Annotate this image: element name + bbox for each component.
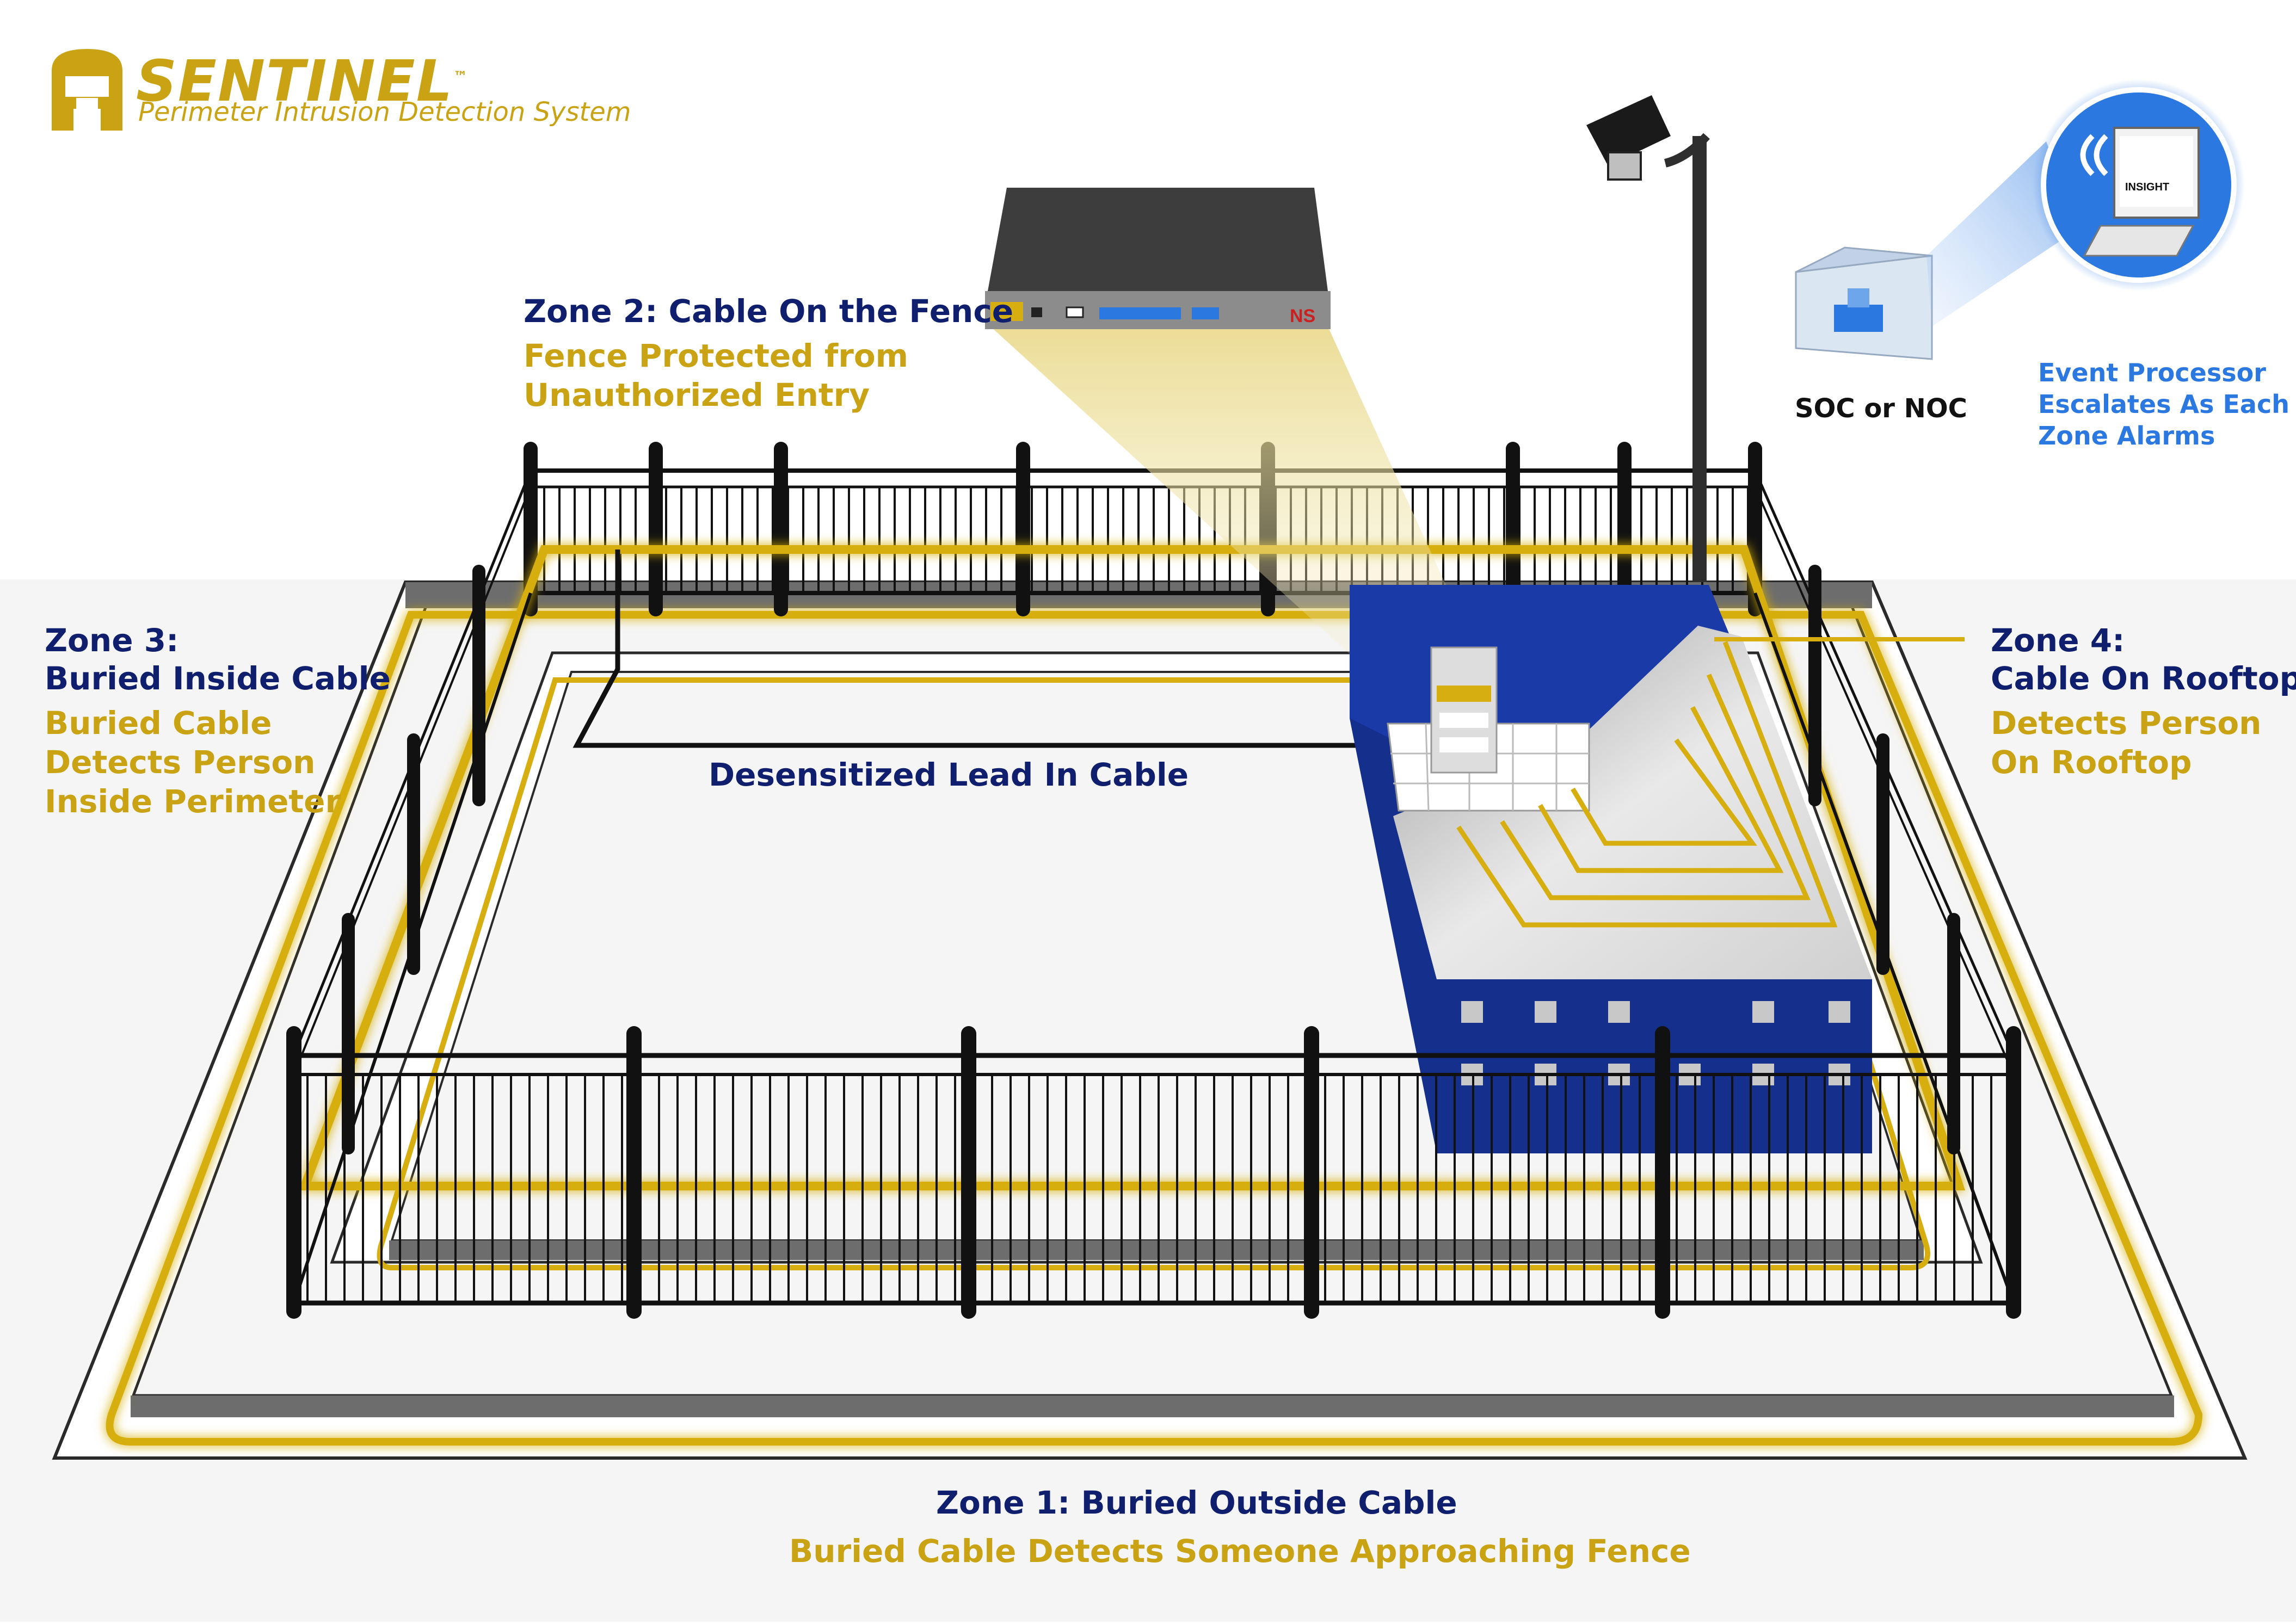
zone2-desc-line1: Fence Protected from [524,337,909,374]
wifi-signal-icon [2080,134,2108,176]
left-fence [292,470,532,1304]
zone3-desc-line2: Detects Person [45,744,316,781]
zone3-title-line2: Buried Inside Cable [45,660,391,697]
zone1-cable [106,611,2203,1446]
monitor-brand: INSIGHT [2125,181,2169,193]
controller-device: NS [985,188,1331,329]
event-processor-line1: Event Processor [2038,358,2266,387]
sentinel-helmet-logo [52,49,122,131]
soc-building-icon [1795,246,1933,360]
zone3-desc-line3: Inside Perimeter [45,783,341,820]
device-badge: NS [1290,306,1315,326]
building-window [1608,1001,1630,1023]
trademark-mark: ™ [453,69,469,85]
zone1-desc: Buried Cable Detects Someone Approaching… [789,1533,1691,1570]
soc-label: SOC or NOC [1795,393,1967,424]
zone2-desc-line2: Unauthorized Entry [524,376,870,413]
lead-in-cable-label: Desensitized Lead In Cable [709,756,1189,793]
zone4-title-line2: Cable On Rooftop [1991,660,2296,697]
brand-name: SENTINEL™ [136,48,469,114]
zone4-title-line1: Zone 4: [1991,622,2125,659]
building-window [1535,1001,1556,1023]
front-fence [286,1026,2021,1319]
right-fence [1753,470,2015,1304]
event-processor-line3: Zone Alarms [2038,421,2215,450]
zone4-desc-line1: Detects Person [1991,705,2262,742]
camera-pole [1586,95,1710,582]
zone3-desc-line1: Buried Cable [45,705,272,742]
lead-in-cable [573,549,1361,748]
zone2-title: Zone 2: Cable On the Fence [524,293,1014,330]
building [1350,585,1872,1153]
zone3-title-line1: Zone 3: [45,622,179,659]
zone3-cable [377,677,1930,1270]
event-processor-monitor: INSIGHT [2033,79,2245,291]
rooftop-stairwell [1430,646,1498,774]
building-window [1829,1001,1850,1023]
brand-tagline: Perimeter Intrusion Detection System [138,97,631,127]
event-processor-line2: Escalates As Each [2038,390,2289,419]
security-camera-icon [1586,95,1671,166]
zone1-title: Zone 1: Buried Outside Cable [936,1484,1457,1521]
building-window [1752,1001,1774,1023]
zone4-desc-line2: On Rooftop [1991,744,2192,781]
building-window [1461,1001,1483,1023]
zone4-cable [1456,641,1838,928]
controller-light-beam [990,326,1469,664]
